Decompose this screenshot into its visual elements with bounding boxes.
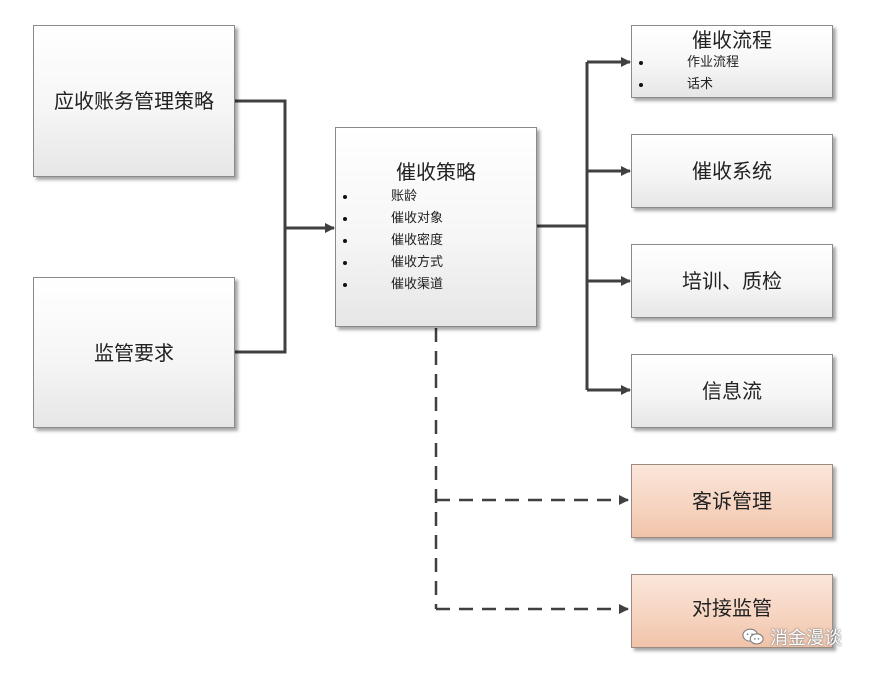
ar-strategy-box: 应收账务管理策略 [33,25,235,177]
regulatory-label: 监管要求 [94,340,174,365]
regulator-liaison-label: 对接监管 [692,596,772,620]
training-qc-box: 培训、质检 [631,244,833,318]
list-item: 话术 [632,74,832,96]
collection-process-list: 作业流程 话术 [632,52,832,96]
watermark-text: 消金漫谈 [770,628,842,649]
collection-strategy-box: 催收策略 账龄 催收对象 催收密度 催收方式 催收渠道 [335,127,537,327]
info-flow-label: 信息流 [702,379,762,403]
list-item: 作业流程 [632,52,832,74]
regulator-liaison-box: 对接监管 [631,574,833,648]
collection-process-title: 催收流程 [692,28,772,52]
watermark: 消金漫谈 [742,624,842,650]
ar-strategy-label: 应收账务管理策略 [54,89,214,113]
connector-ar-strategy [235,99,287,228]
list-item: 催收渠道 [336,274,536,296]
collection-strategy-list: 账龄 催收对象 催收密度 催收方式 催收渠道 [336,186,536,296]
collection-system-box: 催收系统 [631,134,833,208]
training-qc-label: 培训、质检 [682,269,782,293]
info-flow-box: 信息流 [631,354,833,428]
list-item: 账龄 [336,186,536,208]
list-item: 催收对象 [336,208,536,230]
regulatory-box: 监管要求 [33,277,235,428]
collection-process-box: 催收流程 作业流程 话术 [631,25,833,98]
list-item: 催收方式 [336,252,536,274]
complaint-mgmt-label: 客诉管理 [692,489,772,513]
complaint-mgmt-box: 客诉管理 [631,464,833,538]
collection-system-label: 催收系统 [692,159,772,183]
list-item: 催收密度 [336,230,536,252]
wechat-icon [742,628,764,645]
collection-strategy-title: 催收策略 [396,160,476,184]
connector-regulatory [235,228,287,354]
